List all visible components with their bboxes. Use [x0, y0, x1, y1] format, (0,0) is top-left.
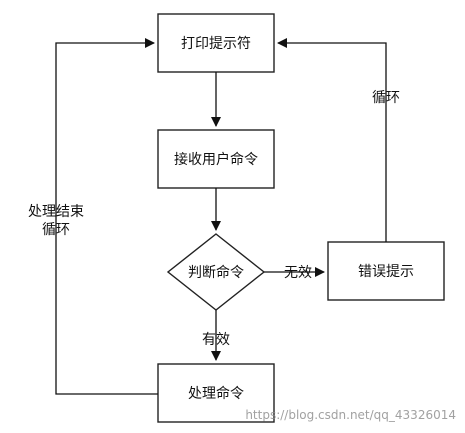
- edge-label-loop: 循环: [372, 90, 400, 106]
- node-error-prompt: 错误提示: [327, 241, 445, 301]
- node-receive-command: 接收用户命令: [157, 129, 275, 189]
- edge-label-valid: 有效: [202, 332, 230, 348]
- node-print-prompt: 打印提示符: [157, 13, 275, 73]
- watermark-url: https://blog.csdn.net/qq_43326014: [245, 408, 456, 422]
- node-print-prompt-label: 打印提示符: [181, 35, 251, 52]
- node-judge-command: 判断命令: [166, 233, 266, 311]
- edge-error-loop-back: [277, 38, 387, 242]
- node-error-prompt-label: 错误提示: [358, 264, 414, 280]
- edge-label-process-end-line1: 处理结束: [28, 204, 84, 220]
- edge-process-loop-back: [55, 38, 158, 395]
- node-receive-command-label: 接收用户命令: [174, 151, 258, 168]
- node-process-command: 处理命令: [157, 363, 275, 423]
- node-judge-command-label: 判断命令: [188, 264, 244, 281]
- node-process-command-label: 处理命令: [188, 385, 244, 402]
- edge-label-process-end-line2: 循环: [42, 222, 70, 238]
- edge-label-invalid: 无效: [284, 265, 312, 281]
